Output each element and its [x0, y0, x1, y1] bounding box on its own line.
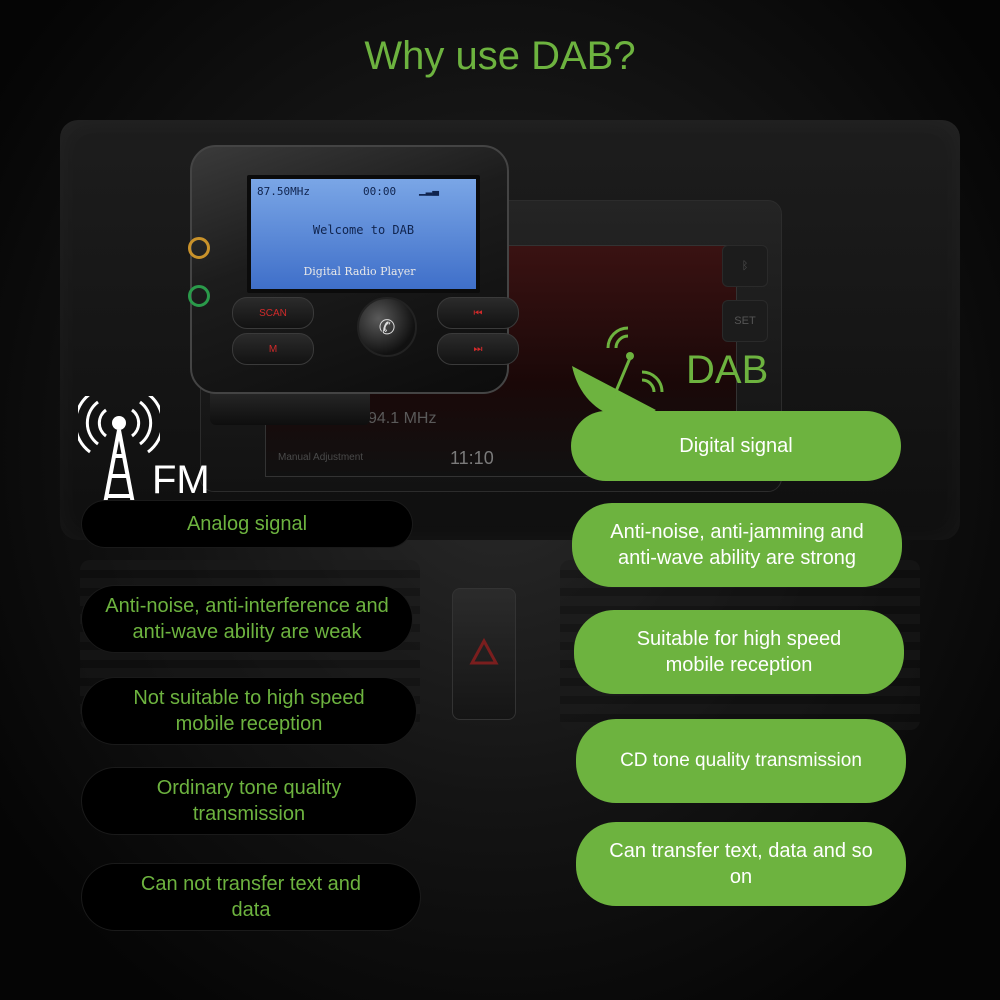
dab-item-text: Anti-noise, anti-jamming and anti-wave a…	[610, 521, 864, 569]
car-bluetooth-button: ᛒ	[722, 245, 768, 287]
hazard-switch	[452, 588, 516, 720]
device-next-button[interactable]: ⏭	[437, 333, 519, 365]
car-screen-manual-label: Manual Adjustment	[278, 452, 364, 463]
dab-item-digital-signal: Digital signal	[571, 411, 901, 481]
fm-item-text: Anti-noise, anti-interference and anti-w…	[105, 595, 389, 643]
dab-label: DAB	[686, 348, 769, 392]
car-screen-frequency: 94.1 MHz	[368, 410, 437, 427]
signal-bars-icon: ▁▂▃	[419, 183, 439, 196]
device-previous-button[interactable]: ⏮	[437, 297, 519, 329]
dab-item-text: Digital signal	[679, 435, 793, 457]
lcd-frequency: 87.50MHz	[257, 185, 310, 198]
device-memory-button[interactable]: M	[232, 333, 314, 365]
aux-jack-icon	[188, 237, 210, 259]
fm-item-text: Ordinary tone quality transmission	[156, 777, 342, 825]
device-lcd: 87.50MHz 00:00 ▁▂▃ Welcome to DAB	[247, 175, 480, 293]
line-out-jack-icon	[188, 285, 210, 307]
dab-item-anti-noise: Anti-noise, anti-jamming and anti-wave a…	[572, 503, 902, 587]
fm-item-text-data: Can not transfer text and data	[82, 864, 420, 930]
dab-item-text: CD tone quality transmission	[620, 750, 862, 771]
dab-item-text: Suitable for high speed mobile reception	[636, 628, 842, 676]
fm-item-anti-noise: Anti-noise, anti-interference and anti-w…	[82, 586, 412, 652]
phone-icon: ✆	[378, 315, 396, 339]
dab-item-cd-quality: CD tone quality transmission	[576, 719, 906, 803]
bluetooth-icon: ᛒ	[741, 260, 749, 272]
car-set-button: SET	[722, 300, 768, 342]
device-body: 87.50MHz 00:00 ▁▂▃ Welcome to DAB Digita…	[188, 145, 519, 394]
hazard-triangle-icon	[469, 637, 499, 665]
device-scan-button[interactable]: SCAN	[232, 297, 314, 329]
fm-item-text: Analog signal	[186, 513, 308, 535]
fm-item-text: Can not transfer text and data	[140, 873, 362, 921]
device-brand-label: Digital Radio Player	[303, 265, 416, 278]
fm-item-text: Not suitable to high speed mobile recept…	[133, 687, 365, 735]
fm-item-mobile-reception: Not suitable to high speed mobile recept…	[82, 678, 416, 744]
fm-item-analog-signal: Analog signal	[82, 501, 412, 547]
lcd-time: 00:00	[363, 185, 397, 198]
dab-item-text-data: Can transfer text, data and so on	[576, 822, 906, 906]
device-knob[interactable]: ✆	[357, 297, 417, 357]
dab-radio-device: 87.50MHz 00:00 ▁▂▃ Welcome to DAB Digita…	[180, 140, 520, 430]
fm-label: FM	[152, 458, 210, 502]
fm-item-tone-quality: Ordinary tone quality transmission	[82, 768, 416, 834]
lcd-message: Welcome to DAB	[312, 223, 415, 237]
page-title: Why use DAB?	[364, 34, 636, 78]
car-screen-time: 11:10	[450, 448, 494, 468]
dab-item-mobile-reception: Suitable for high speed mobile reception	[574, 610, 904, 694]
dab-item-text: Can transfer text, data and so on	[609, 840, 873, 888]
